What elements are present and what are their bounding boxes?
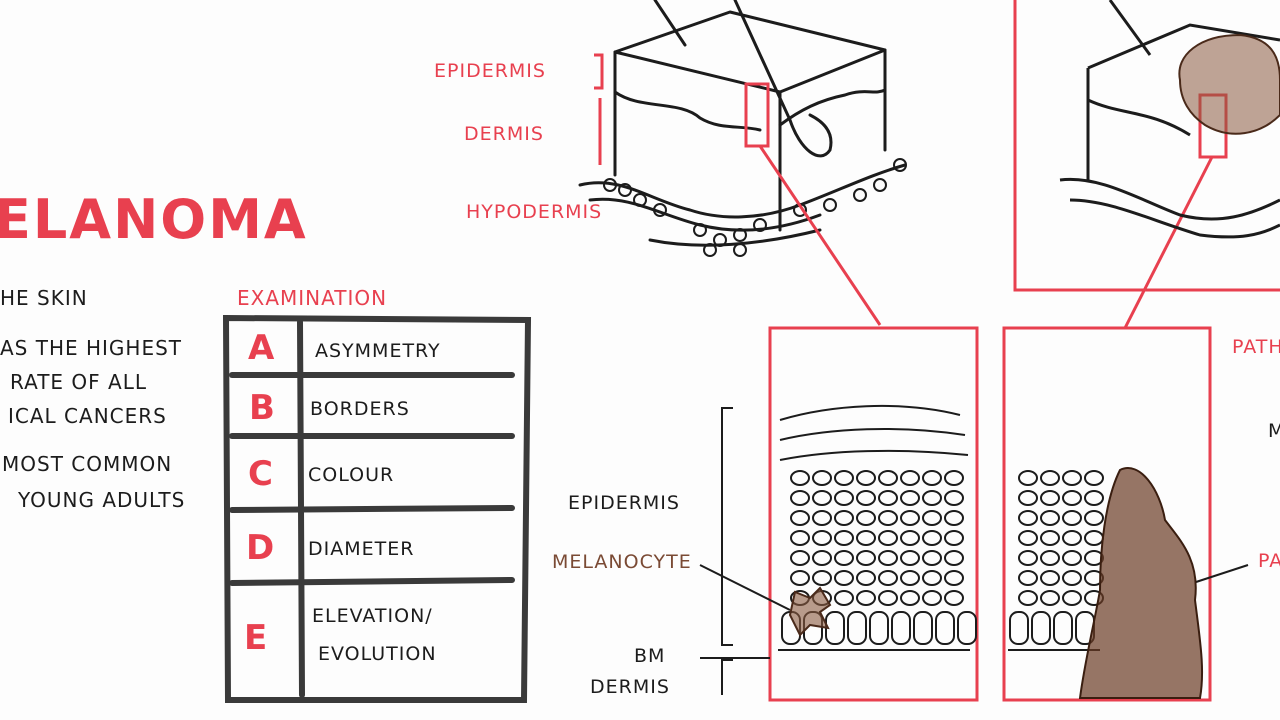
label-epidermis: EPIDERMIS — [434, 60, 546, 82]
bullet-line: AS THE HIGHEST — [0, 336, 183, 360]
bullet-line: HE SKIN — [0, 286, 88, 310]
exam-letter-d: D — [246, 528, 276, 568]
exam-letter-c: C — [248, 454, 274, 494]
bullet-line: ICAL CANCERS — [8, 404, 167, 428]
exam-criterion-asymmetry: ASYMMETRY — [315, 340, 441, 362]
page-title: ELANOMA — [0, 188, 308, 251]
exam-letter-a: A — [248, 328, 276, 368]
exam-letter-b: B — [249, 388, 276, 428]
bullet-line: MOST COMMON — [2, 452, 173, 476]
label-dermis: DERMIS — [464, 123, 544, 145]
label-partial-pa: PA — [1258, 550, 1280, 572]
exam-criterion-borders: BORDERS — [310, 398, 410, 420]
label-partial-path: PATH — [1232, 336, 1280, 358]
exam-letter-e: E — [244, 618, 269, 658]
label-partial-m: M — [1268, 420, 1280, 442]
exam-criterion-elevation: ELEVATION/ — [312, 605, 433, 627]
exam-criterion-colour: COLOUR — [308, 464, 395, 486]
label-dermis-section: DERMIS — [590, 676, 670, 698]
examination-heading: EXAMINATION — [237, 286, 388, 310]
label-hypodermis: HYPODERMIS — [466, 201, 603, 223]
exam-criterion-evolution: EVOLUTION — [318, 643, 437, 665]
exam-criterion-diameter: DIAMETER — [308, 538, 415, 560]
bullet-line: RATE OF ALL — [10, 370, 147, 394]
bullet-line: YOUNG ADULTS — [18, 488, 186, 512]
label-bm: BM — [634, 645, 666, 667]
label-melanocyte: MELANOCYTE — [552, 551, 692, 573]
label-epidermis-section: EPIDERMIS — [568, 492, 680, 514]
